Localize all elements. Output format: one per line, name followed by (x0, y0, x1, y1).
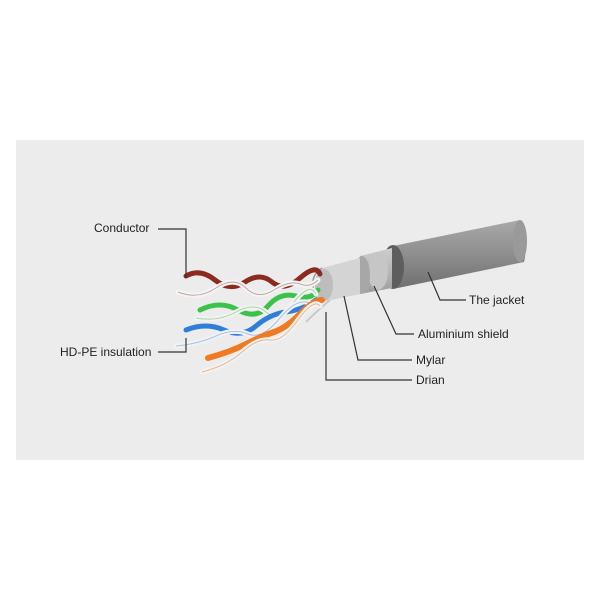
conductor-leader-line (158, 228, 187, 278)
drain-wire (305, 299, 331, 323)
cable-jacket (382, 220, 527, 289)
aluminium-shield-label: Aluminium shield (418, 327, 509, 341)
mylar-leader-line (343, 295, 412, 361)
blue-twisted-pair (173, 297, 319, 349)
jacket-leader-line (427, 271, 466, 301)
drain-label: Drian (416, 373, 445, 387)
brown-twisted-pair (175, 267, 323, 298)
conductor-label: Conductor (94, 221, 150, 235)
mylar-label: Mylar (416, 353, 446, 367)
drain-leader-line (325, 312, 412, 381)
shield-leader-line (373, 285, 414, 335)
jacket-label: The jacket (469, 293, 525, 307)
insulation-leader-line (158, 338, 187, 353)
green-twisted-pair (193, 287, 321, 322)
orange-twisted-pair (199, 297, 325, 375)
hdpe-insulation-label: HD-PE insulation (60, 345, 152, 359)
mylar-layer (312, 258, 360, 302)
